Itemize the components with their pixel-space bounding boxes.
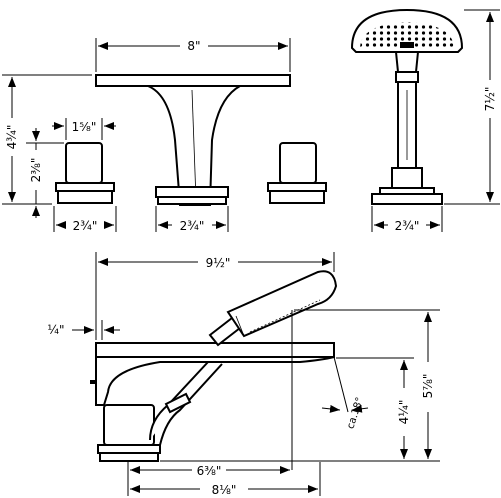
- dim-spout-base-width: 2¾": [180, 219, 205, 233]
- dim-shower-height: 7½": [483, 87, 497, 112]
- right-handle-base: [269, 190, 325, 204]
- shower-holder: [391, 167, 423, 189]
- dim-spout-width: 8": [187, 39, 200, 53]
- dim-side-spout-reach: 6⅜": [197, 464, 222, 478]
- angle-arrow: [351, 404, 369, 413]
- left-handle-flange: [55, 182, 115, 192]
- shower-collar: [395, 71, 419, 83]
- shower-center: [400, 42, 414, 48]
- side-shower-holder: [164, 392, 192, 414]
- dim-handle-base-width: 2¾": [73, 219, 98, 233]
- spout-shading-line: [191, 89, 197, 201]
- side-handle-base: [99, 452, 159, 462]
- dim-overall-height: 4¾": [5, 125, 19, 150]
- dim-side-height-spout: 4¼": [397, 400, 411, 425]
- dim-side-overall-length: 9½": [206, 256, 231, 270]
- left-handle: [65, 142, 103, 184]
- shower-spray-face: [360, 22, 454, 47]
- side-shower-head: [226, 270, 338, 338]
- shower-face-holes: [249, 299, 321, 333]
- spout-base-upper: [155, 186, 229, 198]
- shower-face-line: [235, 315, 245, 337]
- side-view: 9½" ¼" 5⅞" 4¼" ca.18° 6⅜" 8⅛": [47, 252, 440, 497]
- front-view: 8" 4¾" 2⅜" 1⁵⁄₈" 2¾" 2¾": [2, 38, 327, 233]
- dim-shower-base-width: 2¾": [395, 219, 420, 233]
- angle-arrow: [321, 404, 341, 413]
- side-spout-body: [95, 356, 335, 406]
- hand-shower-view: 7½" 2¾": [350, 8, 500, 233]
- side-spout-slab: [95, 342, 335, 358]
- hose-line-2: [159, 363, 223, 446]
- spout-base-lower: [157, 196, 227, 205]
- side-handle-flange: [97, 444, 161, 454]
- dim-handle-top-width: 1⁵⁄₈": [72, 120, 97, 134]
- left-handle-base: [57, 190, 113, 204]
- dim-deck-offset: ¼": [47, 323, 64, 337]
- spout-top-slab: [95, 74, 291, 87]
- dim-handle-height: 2⅜": [29, 158, 43, 183]
- shower-holder-base: [371, 193, 443, 205]
- side-stub: [90, 380, 96, 384]
- dim-side-base-length: 8⅛": [212, 483, 237, 497]
- dim-side-height-total: 5⅞": [421, 374, 435, 399]
- angle-line: [333, 356, 349, 413]
- shower-neck: [394, 51, 420, 73]
- right-handle: [279, 142, 317, 184]
- right-handle-flange: [267, 182, 327, 192]
- side-handle: [103, 404, 155, 446]
- dim-spout-angle: ca.18°: [345, 396, 366, 430]
